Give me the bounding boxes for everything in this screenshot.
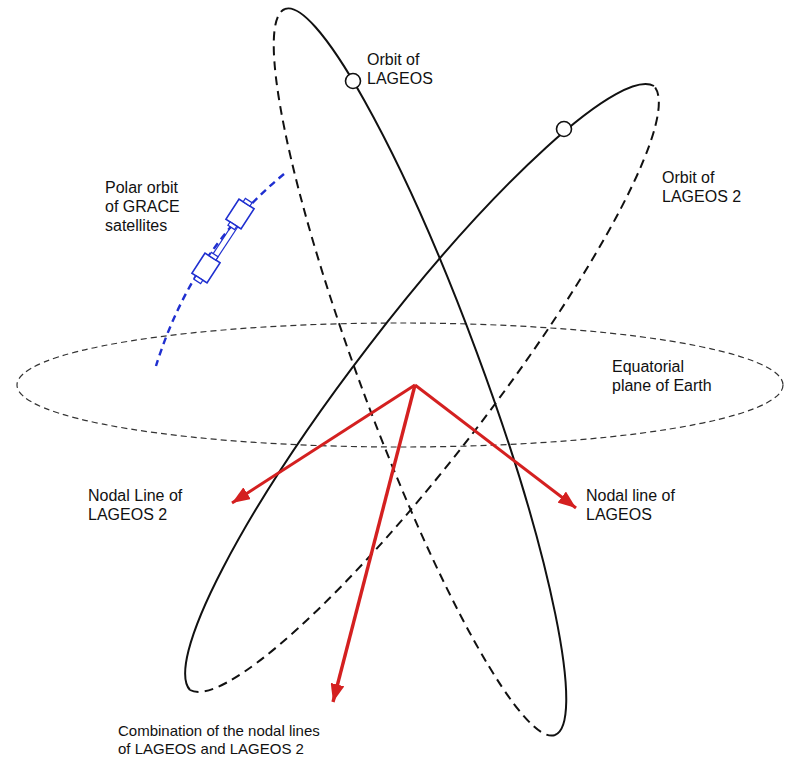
orbit-label: Polar orbit of GRACE satellites [105,178,191,236]
lageos2-satellite [557,122,572,137]
lageos-orbit-back [274,9,555,736]
lageos-orbit-front [285,8,566,735]
nodal-line-arrow [415,385,576,508]
combination-label: Combination of the nodal lines of LAGEOS… [118,722,332,758]
orbit-label: Orbit of LAGEOS 2 [662,168,752,206]
grace-satellites [190,196,257,287]
combined-nodal-arrow [333,385,415,702]
lageos-satellite [346,74,361,89]
lageos2-orbit-back [190,86,659,692]
plane-label: Equatorial plane of Earth [612,357,720,395]
nodal-line-label: Nodal Line of LAGEOS 2 [88,486,188,524]
lageos2-orbit-front [185,84,654,690]
nodal-line-label: Nodal line of LAGEOS [586,486,678,524]
equatorial-plane [17,323,783,447]
orbit-label: Orbit of LAGEOS [367,50,449,88]
